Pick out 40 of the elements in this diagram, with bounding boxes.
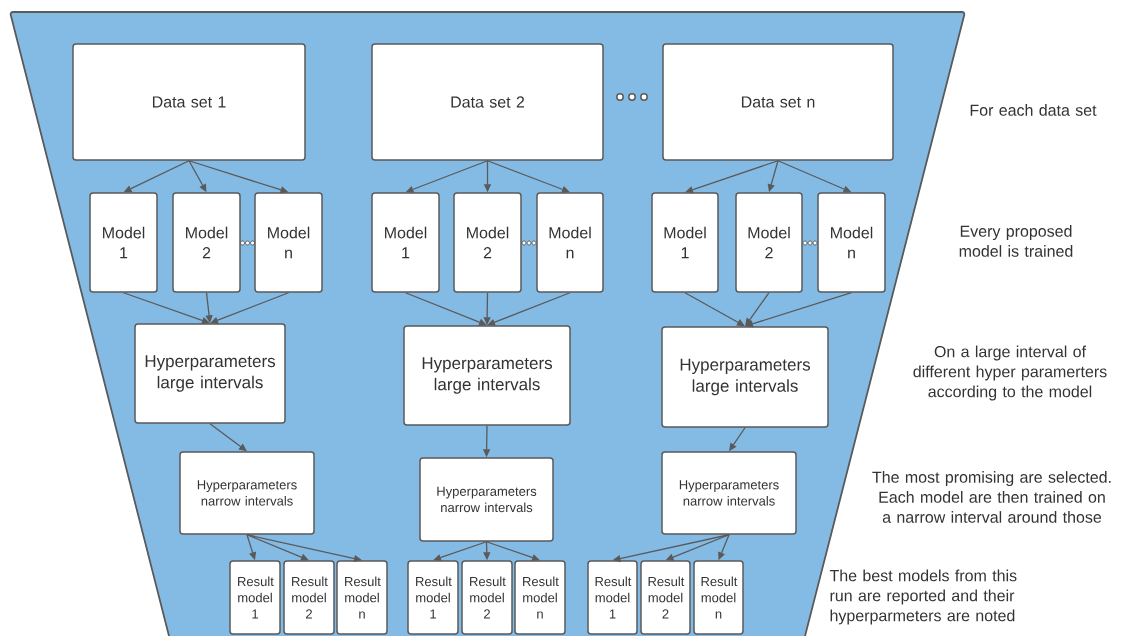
arrow	[745, 292, 853, 328]
arrow	[404, 292, 487, 326]
arrow	[684, 292, 745, 327]
dataset-box: Data set n	[662, 43, 894, 161]
result-box: Result model n	[336, 560, 388, 635]
model-box: Model 2	[172, 192, 241, 293]
result-box: Result model 1	[407, 560, 459, 635]
dataset-box: Data set 2	[371, 43, 604, 161]
model-box: Model 1	[651, 192, 719, 293]
process-box: Hyperparameters narrow intervals	[419, 457, 554, 542]
process-box: Hyperparameters narrow intervals	[661, 451, 797, 535]
arrow	[685, 160, 779, 194]
arrow	[433, 541, 488, 562]
annotation-text: On a large interval of different hyper paramerters according to the model	[913, 345, 1107, 401]
arrow	[487, 292, 571, 326]
result-box: Result model 1	[229, 560, 281, 635]
result-box: Result model 2	[461, 560, 513, 635]
result-box: Result model 1	[587, 560, 638, 635]
process-box: Hyperparameters narrow intervals	[179, 451, 315, 535]
result-box: Result model n	[693, 560, 744, 635]
result-box: Result model 2	[283, 560, 335, 635]
result-box: Result model 2	[640, 560, 691, 635]
model-box: Model n	[817, 192, 886, 293]
annotation-text: The best models from this run are reported and their hyperparmeters are noted	[829, 569, 1017, 625]
annotation-text: The most promising are selected. Each model are then trained on a narrow interval around those	[872, 471, 1111, 523]
process-box: Hyperparameters large intervals	[134, 323, 286, 424]
model-box: Model n	[254, 192, 323, 293]
process-box: Hyperparameters large intervals	[403, 325, 571, 426]
result-box: Result model n	[514, 560, 566, 635]
annotation-text: Every proposed model is trained	[959, 225, 1073, 257]
arrow	[486, 160, 570, 193]
arrow	[210, 292, 290, 324]
process-box: Hyperparameters large intervals	[661, 326, 829, 428]
model-box: Model n	[536, 192, 604, 293]
annotation-text: For each data set	[970, 104, 1097, 116]
model-box: Model 1	[89, 192, 158, 293]
model-box: Model 1	[371, 192, 440, 293]
dataset-box: Data set 1	[72, 43, 306, 161]
model-box: Model 2	[453, 192, 522, 293]
model-box: Model 2	[735, 192, 803, 293]
